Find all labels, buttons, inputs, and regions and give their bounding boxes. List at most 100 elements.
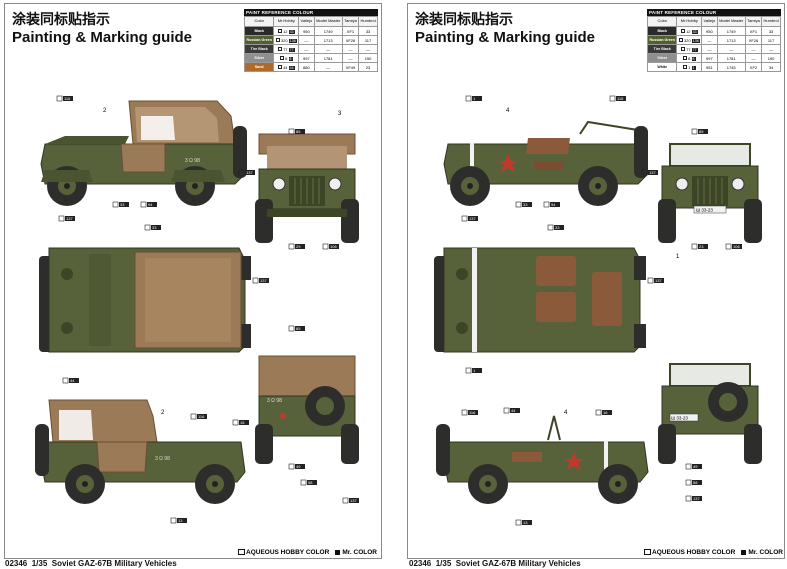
paint-vallejo: 880 — [298, 62, 315, 72]
right-callout-g: 94 — [551, 202, 556, 207]
left-front-view — [255, 133, 359, 243]
left-callout-o: 116 — [198, 414, 205, 419]
right-paint-table: PAINT REFERENCE COLOUR Color Mr.Hobby Va… — [646, 9, 781, 72]
right-callout-i: 137 — [469, 216, 476, 221]
right-callout-b: 4 — [506, 108, 510, 114]
mr-code: 8 — [691, 56, 696, 61]
hobby-box-icon — [278, 28, 283, 33]
left-callout-n: 2 — [161, 410, 165, 416]
right-callout-m: 1 — [473, 368, 476, 373]
right-footer: 02346 1/35 Soviet GAZ-67B Military Vehic… — [409, 559, 581, 568]
paint-name: Sand — [243, 62, 275, 72]
left-rear-view: 3 Ω 98 — [255, 355, 359, 464]
right-callout-h: 23 — [699, 244, 704, 249]
hobby-box-icon — [280, 55, 285, 60]
right-callout-v: 1 — [676, 254, 680, 260]
right-page: 涂装同标贴指示 Painting & Marking guide PAINT R… — [407, 3, 785, 559]
left-footer: 02346 1/35 Soviet GAZ-67B Military Vehic… — [5, 559, 177, 568]
paint-humbrol: 34 — [761, 62, 781, 72]
mr-code: 77 — [288, 47, 295, 52]
left-callout-r: 137 — [350, 498, 357, 503]
hobby-box-icon — [681, 46, 686, 51]
left-callout-q: 49 — [296, 464, 301, 469]
left-side-plate: 3 Ω 98 — [185, 158, 200, 164]
right-callout-l: 137 — [655, 278, 662, 283]
left-side-view-top: 3 Ω 98 — [40, 100, 247, 206]
right-footer-scale: 1/35 — [435, 559, 452, 568]
hobby-box-icon — [683, 55, 688, 60]
right-front-view: Ш 33-23 — [658, 143, 762, 243]
paint-tamiya: XF2 — [744, 62, 763, 72]
left-callout-j: 33 — [152, 225, 157, 230]
paint-humbrol: 23 — [358, 62, 378, 72]
left-callout-m: 85 — [296, 326, 301, 331]
left-title-zh: 涂装同标贴指示 — [12, 12, 110, 28]
paint-name: White — [646, 62, 678, 72]
left-callout-t: 16 — [240, 420, 245, 425]
left-callout-a: 116 — [64, 96, 71, 101]
right-side-view-bottom — [436, 415, 649, 504]
left-callout-l: 137 — [260, 278, 267, 283]
left-footer-code: 02346 — [5, 559, 28, 568]
right-front-plate: Ш 33-23 — [696, 208, 713, 213]
paint-vallejo: 951 — [701, 62, 718, 72]
left-title-en: Painting & Marking guide — [12, 29, 193, 46]
right-callout-q: 49 — [693, 464, 698, 469]
mr-code: 44 — [288, 65, 295, 70]
right-callout-t: 16 — [603, 410, 608, 415]
right-callout-k: 106 — [733, 244, 740, 249]
left-legend-mr: Mr. COLOR — [342, 549, 377, 556]
mr-code: 77 — [691, 47, 698, 52]
left-callouts: 116 2 3 85 137 33 94 29 137 33 106 137 8… — [56, 95, 359, 524]
right-callout-e: 137 — [649, 170, 656, 175]
left-callout-p: 44 — [70, 378, 75, 383]
right-callout-o: 116 — [469, 410, 476, 415]
left-side2-plate: 3 Ω 98 — [155, 456, 170, 462]
mr-code: 33 — [691, 29, 698, 34]
left-callout-d: 85 — [296, 129, 301, 134]
left-callout-h: 29 — [296, 244, 301, 249]
left-callout-s: 58 — [308, 480, 313, 485]
left-paint-table: PAINT REFERENCE COLOUR Color Mr.Hobby Va… — [243, 9, 378, 72]
right-legend-hobby: AQUEOUS HOBBY COLOR — [652, 549, 736, 556]
right-callout-f: 33 — [523, 202, 528, 207]
left-footer-scale: 1/35 — [31, 559, 48, 568]
left-callout-f: 33 — [120, 202, 125, 207]
right-side-view-top — [443, 120, 649, 206]
right-callout-s: 58 — [693, 480, 698, 485]
hobby-box-icon — [278, 46, 283, 51]
left-callout-k: 106 — [330, 244, 337, 249]
right-rear-plate: Ш 33-23 — [671, 416, 688, 421]
left-side-view-bottom: 3 Ω 98 — [35, 399, 246, 504]
right-title-zh: 涂装同标贴指示 — [415, 12, 513, 28]
left-rear-plate: 3 Ω 98 — [267, 398, 282, 404]
left-footer-name: Soviet GAZ-67B Military Vehicles — [51, 559, 177, 568]
mr-code: 1 — [691, 65, 696, 70]
hobby-box-icon — [275, 37, 280, 42]
right-callout-j: 33 — [555, 225, 560, 230]
right-paint-table-caption: PAINT REFERENCE COLOUR — [647, 9, 781, 16]
right-callout-u: 13 — [523, 520, 528, 525]
left-callout-b: 2 — [103, 108, 107, 114]
left-page: 涂装同标贴指示 Painting & Marking guide PAINT R… — [4, 3, 382, 559]
right-callout-d: 85 — [699, 129, 704, 134]
mr-code: 8 — [288, 56, 293, 61]
right-rear-view: Ш 33-23 — [658, 363, 762, 464]
hobby-box-icon — [678, 37, 683, 42]
right-callout-n: 4 — [564, 410, 568, 416]
right-footer-code: 02346 — [409, 559, 432, 568]
left-artwork: 3 Ω 98 3 — [35, 95, 359, 524]
mr-code: 136 — [691, 38, 700, 43]
left-callout-u: 13 — [178, 518, 183, 523]
right-title-en: Painting & Marking guide — [415, 29, 596, 46]
hobby-box-icon — [278, 64, 283, 69]
right-legend-mr: Mr. COLOR — [748, 549, 783, 556]
